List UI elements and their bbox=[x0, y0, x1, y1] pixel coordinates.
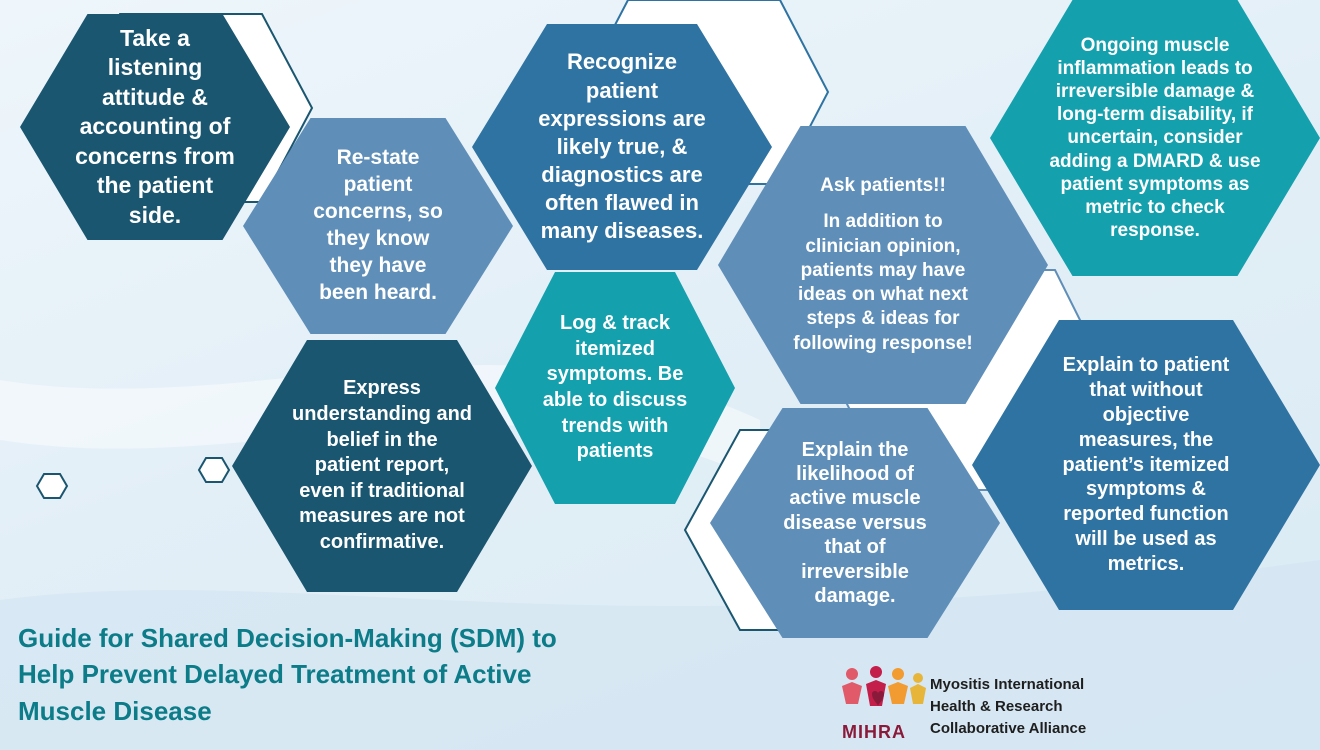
hexagon-text: Take a listening attitude & accounting o… bbox=[75, 24, 235, 228]
hexagon-text: Ongoing muscle inflammation leads to irr… bbox=[1049, 34, 1261, 242]
logo-abbreviation: MIHRA bbox=[842, 722, 906, 742]
logo-organization-name: Myositis International Health & Research… bbox=[930, 676, 1087, 737]
hexagon-text: Ask patients!! In addition to clinician … bbox=[793, 174, 973, 354]
hexagon-text: Re-state patient concerns, so they know … bbox=[313, 146, 443, 304]
small-hexagon-icon bbox=[35, 473, 69, 499]
hexagon-text: Log & track itemized symptoms. Be able t… bbox=[542, 312, 688, 463]
page-title: Guide for Shared Decision-Making (SDM) t… bbox=[18, 623, 557, 726]
hexagon-text: Express understanding and belief in the … bbox=[292, 377, 472, 553]
hexagon-listen: Take a listening attitude & accounting o… bbox=[20, 14, 290, 240]
hexagon-restate: Re-state patient concerns, so they know … bbox=[243, 118, 513, 334]
hexagon-text: Explain to patient that without objectiv… bbox=[1062, 354, 1230, 575]
mihra-logo: MIHRA Myositis International Health & Re… bbox=[838, 664, 1108, 746]
mihra-figures-icon bbox=[842, 666, 926, 706]
hexagon-inflammation: Ongoing muscle inflammation leads to irr… bbox=[990, 0, 1320, 276]
hexagon-express: Express understanding and belief in the … bbox=[232, 340, 532, 592]
hexagon-text: Recognize patient expressions are likely… bbox=[538, 49, 706, 244]
hexagon-text: Explain the likelihood of active muscle … bbox=[783, 438, 927, 607]
hexagon-recognize: Recognize patient expressions are likely… bbox=[472, 24, 772, 270]
small-hexagon-icon bbox=[197, 457, 231, 483]
hexagon-heading: Ask patients!! bbox=[820, 174, 946, 196]
